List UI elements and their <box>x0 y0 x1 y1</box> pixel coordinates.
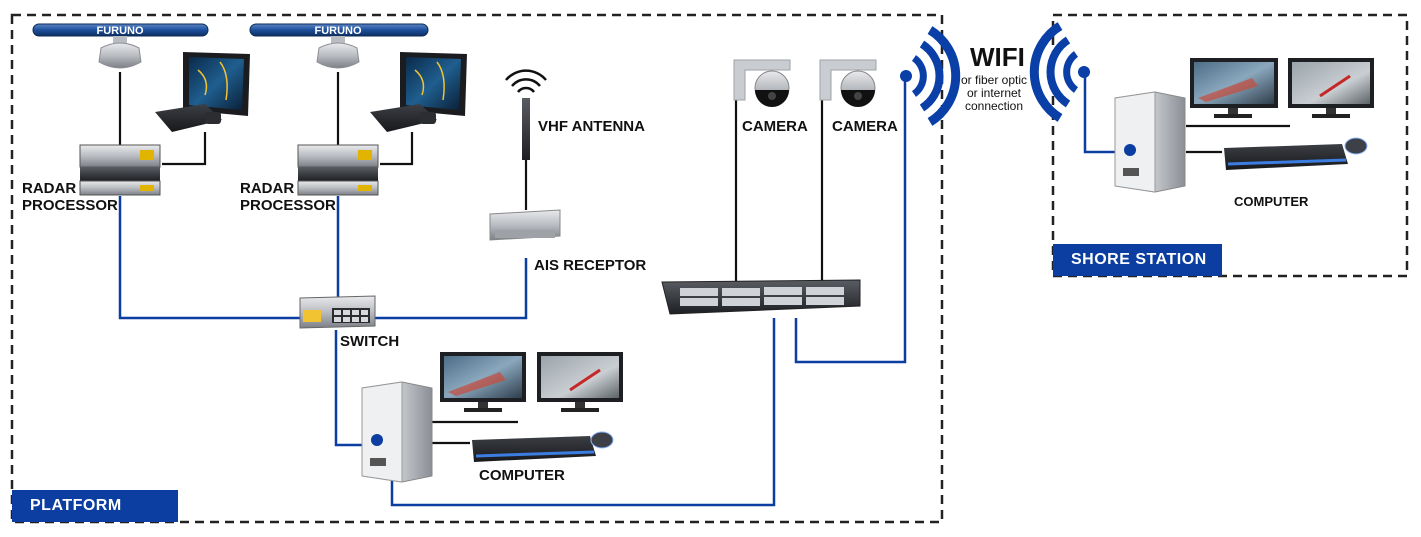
radar-antenna-1: FURUNO <box>32 23 209 69</box>
radar-processor-2-label-line1: RADAR <box>240 180 295 197</box>
camera-2-label: CAMERA <box>832 118 898 135</box>
vhf-antenna <box>505 69 547 160</box>
radar-antenna-2: FURUNO <box>249 23 429 69</box>
radar-processor-1-label-line1: RADAR <box>22 180 77 197</box>
platform-computer-label: COMPUTER <box>479 467 565 484</box>
link-ais-switch <box>375 258 528 320</box>
ais-receptor-label: AIS RECEPTOR <box>534 257 647 274</box>
radar-display-2 <box>370 52 467 132</box>
platform-computer <box>361 352 623 483</box>
camera-1-label: CAMERA <box>742 118 808 135</box>
link-radar1-switch <box>118 196 300 320</box>
radar-processor-1-label: RADAR PROCESSOR <box>22 180 118 214</box>
network-links <box>118 72 1115 507</box>
radar-processor-2-label: RADAR PROCESSOR <box>240 180 336 214</box>
wifi-subtitle-line1: or fiber optic <box>960 73 1028 87</box>
vhf-antenna-label: VHF ANTENNA <box>538 118 645 135</box>
dome-camera-2 <box>819 59 877 107</box>
shore-computer <box>1114 58 1374 193</box>
switch-label: SWITCH <box>340 333 400 350</box>
dome-camera-1 <box>733 59 791 107</box>
platform-zone-border <box>10 13 944 524</box>
wifi-title: WIFI <box>970 42 1025 72</box>
shore-zone-border <box>1051 13 1409 278</box>
link-switch-computer <box>334 330 362 447</box>
network-switch <box>299 295 376 329</box>
radar-processor-1-label-line2: PROCESSOR <box>22 197 118 214</box>
device-links <box>118 72 1290 445</box>
link-cameraswitch-wifi <box>794 80 907 364</box>
wifi-subtitle: or fiber optic or internet connection <box>952 74 1036 113</box>
wifi-subtitle-line3: connection <box>964 99 1024 113</box>
ais-receptor <box>489 209 561 241</box>
radar-display-1 <box>155 52 250 132</box>
platform-zone-label: PLATFORM <box>12 490 178 522</box>
link-computer-cameraswitch <box>390 318 776 507</box>
wifi-signal-shore-icon <box>1029 22 1090 122</box>
shore-computer-label: COMPUTER <box>1234 194 1309 209</box>
radar-processor-2 <box>297 144 379 196</box>
radar-processor-2-label-line2: PROCESSOR <box>240 197 336 214</box>
furuno-logo-1: FURUNO <box>96 25 143 37</box>
wifi-signal-platform-icon <box>900 26 961 126</box>
furuno-logo-2: FURUNO <box>314 25 361 37</box>
shore-station-zone-label: SHORE STATION <box>1053 244 1222 276</box>
camera-patch-panel <box>661 279 861 315</box>
radar-processor-1 <box>79 144 161 196</box>
link-shore-wifi-computer <box>1083 72 1115 154</box>
wifi-subtitle-line2: or internet <box>966 86 1022 100</box>
